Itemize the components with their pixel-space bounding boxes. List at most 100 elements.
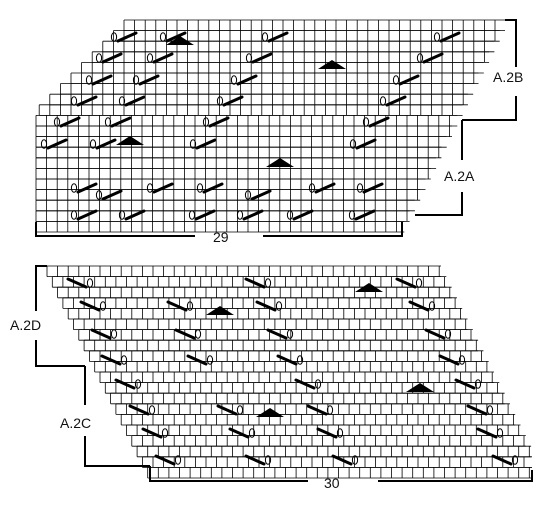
decrease-bar-icon [314,182,336,194]
decrease-bar-icon [154,454,176,466]
double-decrease-icon [116,136,144,145]
yarn-over-icon [511,455,519,465]
decrease-bar-icon [124,95,146,107]
yarn-over-icon [120,355,128,365]
decrease-bar-icon [116,31,138,43]
yarn-over-icon [70,183,78,193]
decrease-bar-icon [90,328,112,340]
yarn-over-icon [356,183,364,193]
double-decrease-icon [266,158,294,167]
yarn-over-icon [296,355,304,365]
yarn-over-icon [85,75,93,85]
yarn-over-icon [110,329,118,339]
decrease-bar-icon [408,300,430,312]
bracket-a2b-lower [462,96,517,121]
yarn-over-icon [202,117,210,127]
double-decrease-icon [406,383,434,392]
decrease-bar-icon [222,95,244,107]
decrease-bar-icon [194,209,216,221]
decrease-bar-icon [76,209,98,221]
yarn-over-icon [314,379,322,389]
decrease-bar-icon [306,404,328,416]
decrease-bar-icon [316,427,338,439]
yarn-over-icon [236,210,244,220]
decrease-bar-icon [385,95,407,107]
label-a2c: A.2C [60,415,91,431]
yarn-over-icon [146,53,154,63]
decrease-bar-icon [476,427,498,439]
yarn-over-icon [379,96,387,106]
decrease-bar-icon [114,378,136,390]
yarn-over-icon [110,32,118,42]
bracket-a2a-lower [415,192,463,216]
lower-chart-symbols [66,277,519,466]
decrease-bar-icon [424,328,446,340]
yarn-over-icon [134,379,142,389]
yarn-over-icon [308,183,316,193]
decrease-bar-icon [251,52,273,64]
yarn-over-icon [206,355,214,365]
decrease-bar-icon [100,354,122,366]
double-decrease-icon [206,306,234,315]
decrease-bar-icon [46,138,68,150]
decrease-bar-icon [244,454,266,466]
decrease-bar-icon [491,454,513,466]
yarn-over-icon [416,53,424,63]
yarn-over-icon [326,405,334,415]
yarn-over-icon [264,278,272,288]
decrease-bar-icon [244,277,266,289]
decrease-bar-icon [292,209,314,221]
decrease-bar-icon [355,138,377,150]
yarn-over-icon [159,32,167,42]
yarn-over-icon [89,139,97,149]
bracket-width-30-right [378,470,533,482]
decrease-bar-icon [66,277,88,289]
decrease-bar-icon [354,209,376,221]
label-width-30: 30 [324,475,340,491]
label-width-29: 29 [213,229,229,245]
decrease-bar-icon [267,31,289,43]
yarn-over-icon [286,329,294,339]
decrease-bar-icon [294,378,316,390]
decrease-bar-icon [186,354,208,366]
label-a2d: A.2D [10,317,41,333]
decrease-bar-icon [439,31,461,43]
yarn-over-icon [95,190,103,200]
yarn-over-icon [70,96,78,106]
decrease-bar-icon [368,116,390,128]
decrease-bar-icon [110,116,132,128]
decrease-bar-icon [266,328,288,340]
decrease-bar-icon [454,378,476,390]
yarn-over-icon [261,32,269,42]
bracket-a2c-lower [84,436,150,467]
decrease-bar-icon [236,74,258,86]
decrease-bar-icon [195,138,217,150]
double-decrease-icon [355,283,383,292]
yarn-over-icon [161,428,169,438]
decrease-bar-icon [362,182,384,194]
decrease-bar-icon [466,404,488,416]
yarn-over-icon [474,379,482,389]
decrease-bar-icon [255,300,277,312]
yarn-over-icon [486,405,494,415]
yarn-over-icon [349,139,357,149]
decrease-bar-icon [216,404,238,416]
decrease-bar-icon [138,74,160,86]
double-decrease-icon [256,408,284,417]
bracket-width-30-left [149,466,308,482]
decrease-bar-icon [76,95,98,107]
yarn-over-icon [444,329,452,339]
yarn-over-icon [174,455,182,465]
bracket-width-29-right [263,222,403,237]
decrease-bar-icon [95,138,117,150]
decrease-bar-icon [101,189,123,201]
yarn-over-icon [53,117,61,127]
decrease-bar-icon [250,189,272,201]
yarn-over-icon [148,405,156,415]
yarn-over-icon [496,428,504,438]
decrease-bar-icon [152,52,174,64]
double-decrease-icon [318,60,346,69]
chart-brackets [35,19,533,482]
yarn-over-icon [95,53,103,63]
yarn-over-icon [286,210,294,220]
